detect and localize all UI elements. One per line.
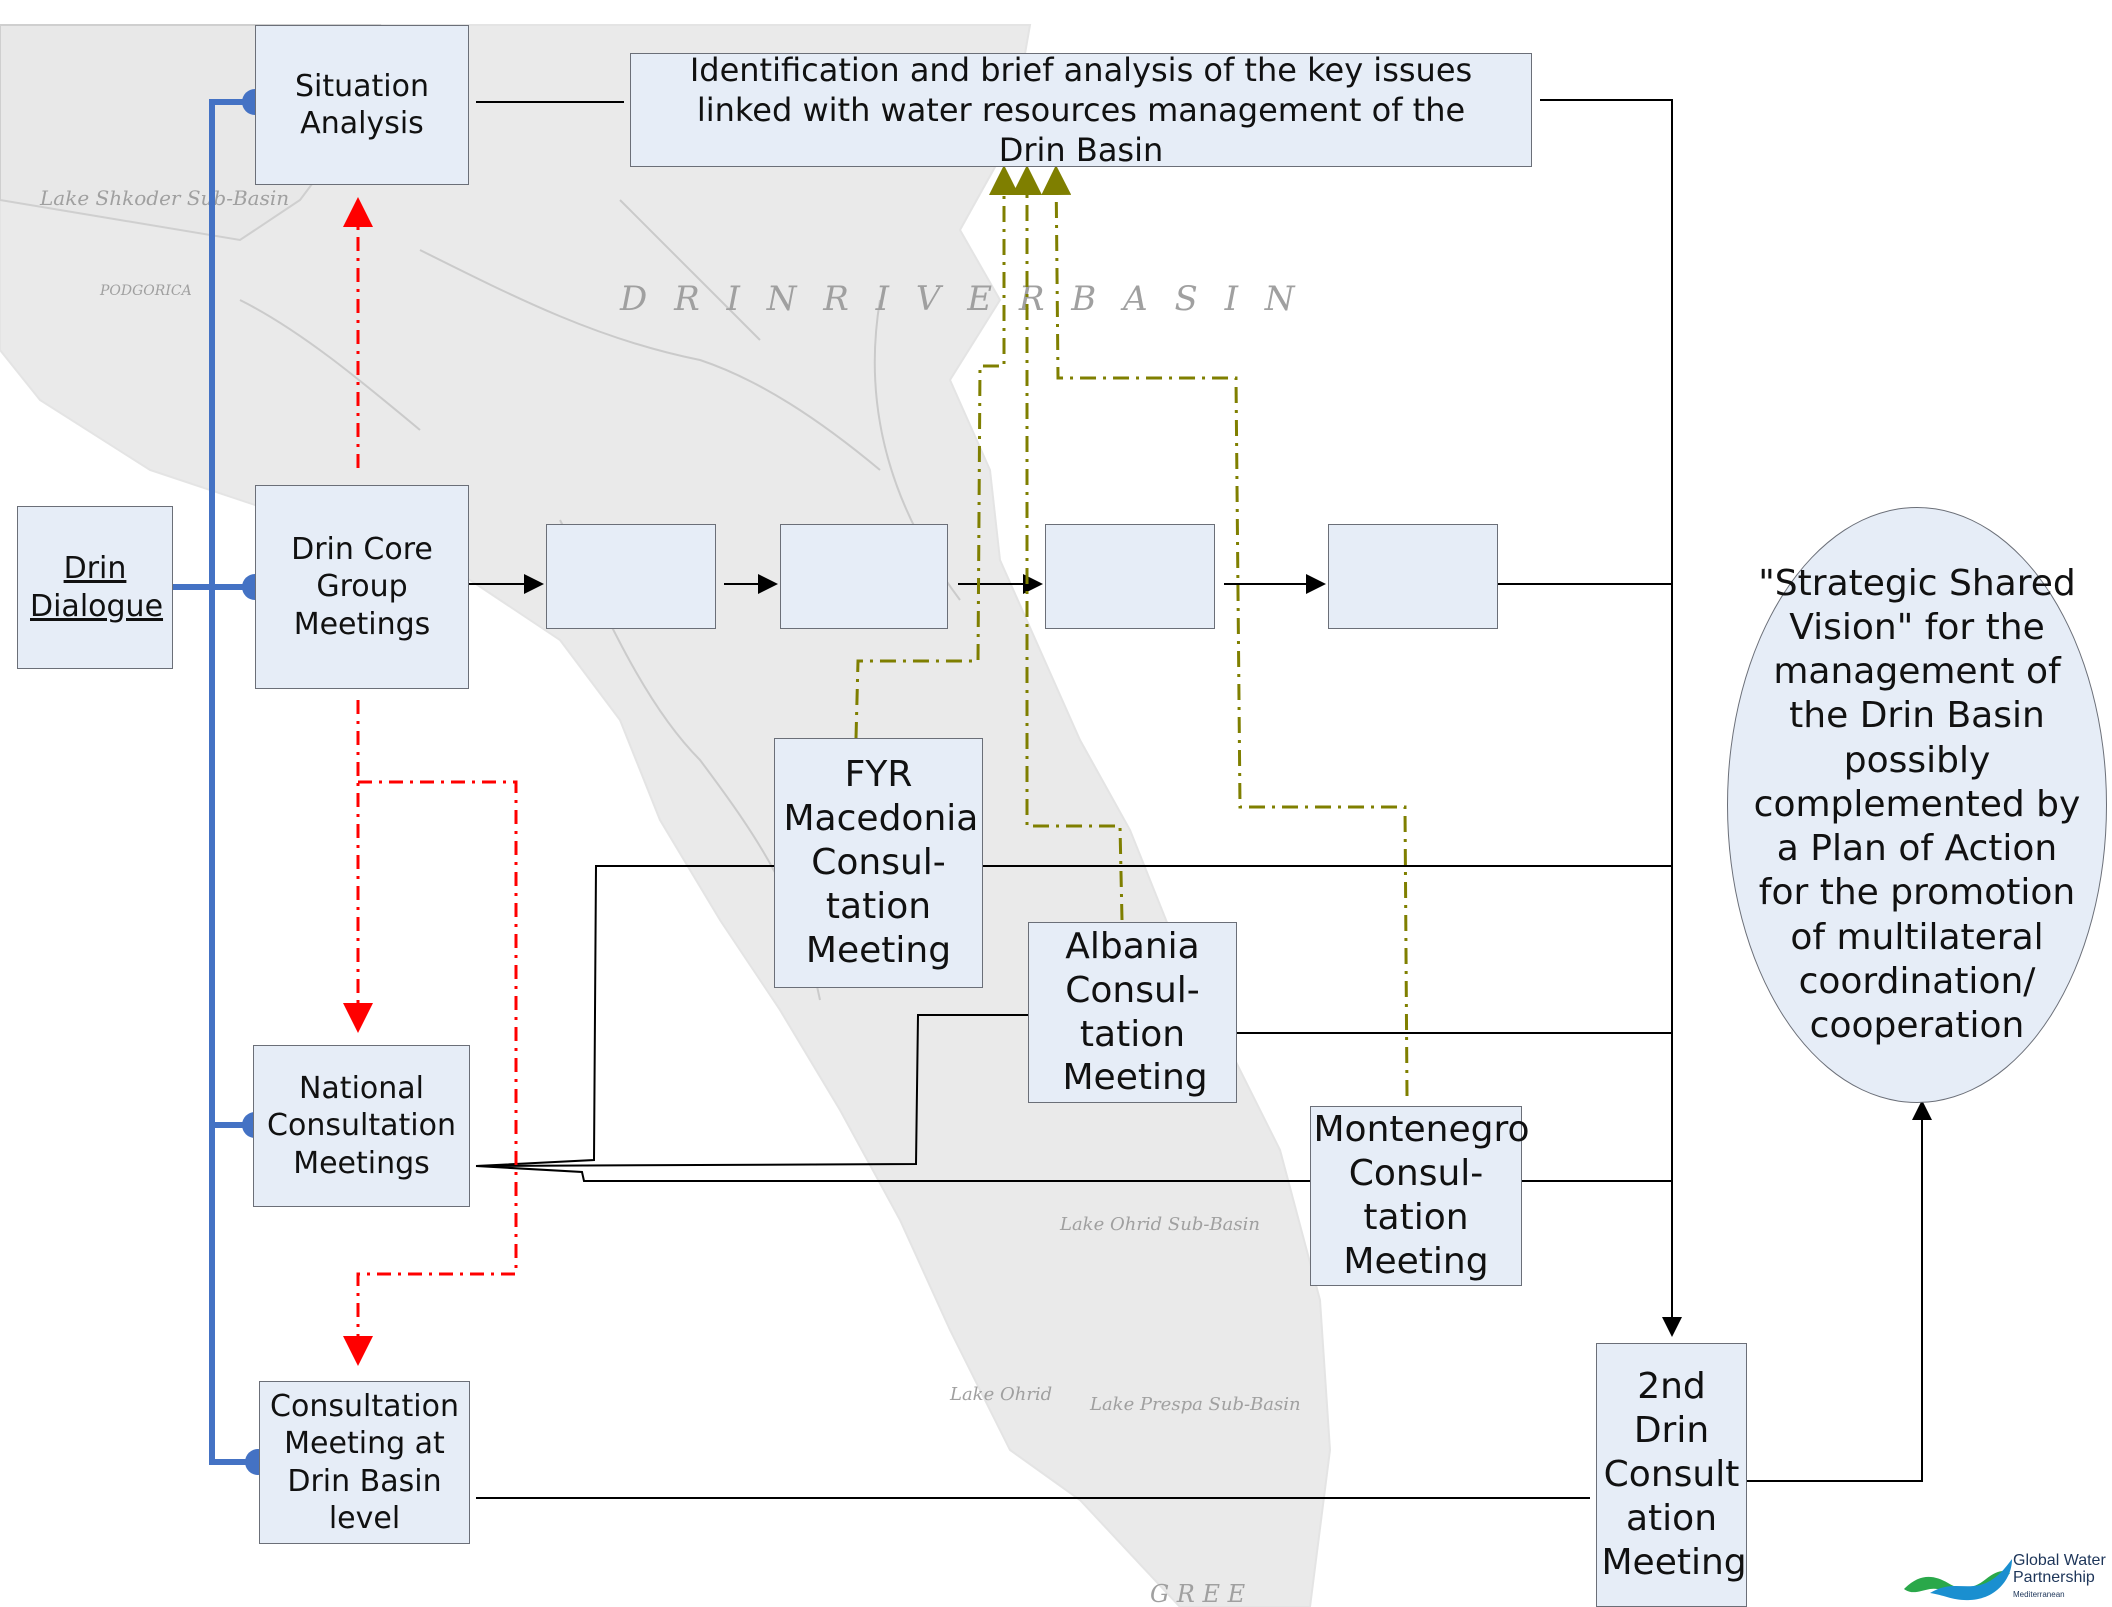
map-label-lake-ohrid-2: Lake Ohrid: [949, 1384, 1052, 1405]
bus-joint-dots: [242, 89, 271, 1475]
national-consultation-box: National Consultation Meetings: [253, 1045, 470, 1207]
drin-dialogue-box[interactable]: Drin Dialogue: [17, 506, 173, 669]
fyr-macedonia-box: FYR Macedonia Consul-tation Meeting: [774, 738, 983, 988]
map-label-greece: G R E E: [1150, 1580, 1246, 1607]
situation-analysis-box: Situation Analysis: [255, 25, 469, 185]
drin-core-group-box: Drin Core Group Meetings: [255, 485, 469, 689]
national-consultation-label: National Consultation Meetings: [267, 1070, 456, 1181]
montenegro-label: Montenegro Consul-tation Meeting: [1313, 1109, 1530, 1282]
map-label-lake-prespa: Lake Prespa Sub-Basin: [1089, 1394, 1301, 1415]
red-dashdot-connectors: [343, 197, 518, 1366]
drin-core-group-label: Drin Core Group Meetings: [291, 531, 433, 642]
blue-bus-connector: [172, 99, 255, 1465]
gwp-med-logo: [1904, 1559, 2012, 1601]
strategic-vision-oval: "Strategic Shared Vision" for the manage…: [1727, 507, 2107, 1103]
map-label-lake-shkoder: Lake Shkoder Sub-Basin: [39, 186, 289, 210]
map-label-podgorica: PODGORICA: [99, 283, 192, 299]
process-step-box-4: [1328, 524, 1498, 629]
map-label-lake-ohrid: Lake Ohrid Sub-Basin: [1059, 1214, 1260, 1235]
strategic-vision-label: "Strategic Shared Vision" for the manage…: [1753, 562, 2081, 1047]
drin-dialogue-link[interactable]: Drin Dialogue: [30, 551, 164, 624]
second-consultation-box: 2nd Drin Consult ation Meeting: [1596, 1343, 1747, 1607]
process-step-box-2: [780, 524, 948, 629]
key-issues-box: Identification and brief analysis of the…: [630, 51, 1532, 169]
process-step-box-3: [1045, 524, 1215, 629]
olive-dashdot-connectors: [854, 165, 1409, 1097]
key-issues-label: Identification and brief analysis of the…: [689, 51, 1473, 169]
basin-level-meeting-label: Consultation Meeting at Drin Basin level: [270, 1388, 459, 1537]
fyr-macedonia-label: FYR Macedonia Consul-tation Meeting: [783, 754, 979, 971]
situation-analysis-label: Situation Analysis: [294, 68, 429, 142]
albania-label: Albania Consul-tation Meeting: [1062, 925, 1208, 1099]
albania-box: Albania Consul-tation Meeting: [1028, 922, 1237, 1103]
gwp-med-logo-text: Global Water Partnership Mediterranean: [2013, 1552, 2106, 1599]
process-step-box-1: [546, 524, 716, 629]
basin-level-meeting-box: Consultation Meeting at Drin Basin level: [259, 1381, 470, 1544]
flow-connectors: [458, 99, 1932, 1499]
montenegro-box: Montenegro Consul-tation Meeting: [1310, 1106, 1530, 1286]
map-label-drin-river-basin: D R I N R I V E R B A S I N: [619, 279, 1303, 319]
second-consultation-label: 2nd Drin Consult ation Meeting: [1601, 1366, 1747, 1583]
